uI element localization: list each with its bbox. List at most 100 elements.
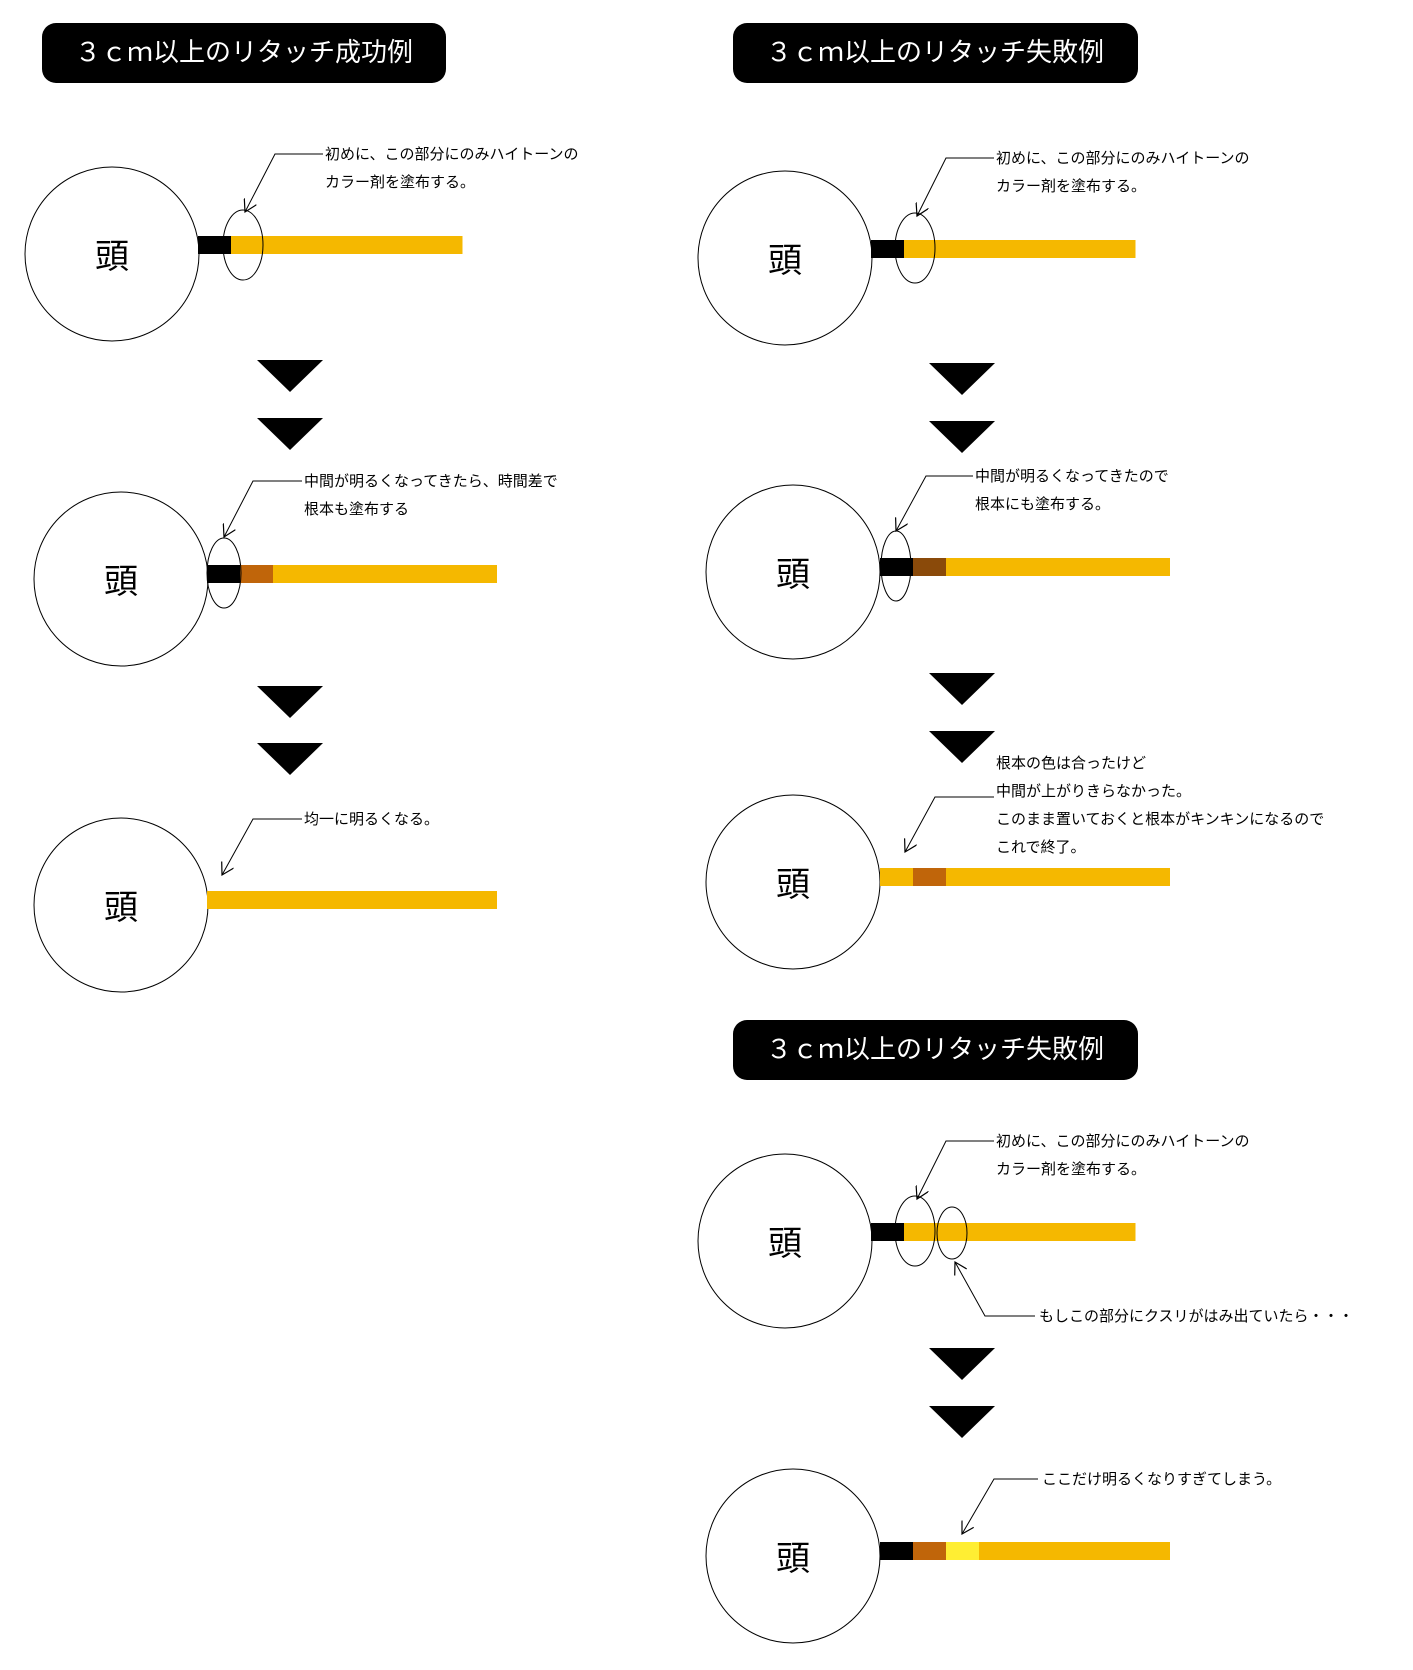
hair-segment-orange — [306, 891, 340, 909]
hair-segment-yellow — [946, 1542, 980, 1560]
hair-segment-orange — [306, 565, 340, 583]
note-line: 根本も塗布する — [304, 500, 409, 518]
callout-arrow — [905, 796, 994, 852]
hair-bar — [871, 240, 1136, 258]
callout-note: 根本の色は合ったけど 中間が上がりきらなかった。 このまま置いておくと根本がキン… — [996, 754, 1329, 856]
note-line: 初めに、この部分にのみハイトーンの — [996, 1132, 1250, 1150]
hair-segment-dark-orange — [240, 565, 274, 583]
hair-segment-orange — [937, 240, 971, 258]
hair-segment-black — [871, 240, 905, 258]
hair-segment-orange — [979, 1542, 1013, 1560]
hair-segment-orange — [937, 1223, 971, 1241]
callout-note: 中間が明るくなってきたら、時間差で 根本も塗布する — [304, 472, 563, 518]
hair-segment-orange — [970, 240, 1004, 258]
hair-segment-orange — [1036, 1223, 1070, 1241]
section-success: ３ｃｍ以上のリタッチ成功例 頭 初めに、この部分にのみハイトーンの カラー剤を塗… — [24, 23, 583, 993]
section-title-badge: ３ｃｍ以上のリタッチ失敗例 — [733, 23, 1138, 83]
step-1: 頭 初めに、この部分にのみハイトーンの カラー剤を塗布する。 — [697, 149, 1254, 346]
hair-segment-orange — [372, 891, 406, 909]
down-arrow-triangle — [257, 743, 323, 775]
hair-segment-orange — [1069, 240, 1103, 258]
step-2: 頭 ここだけ明るくなりすぎてしまう。 — [705, 1468, 1281, 1644]
step-2: 頭 中間が明るくなってきたら、時間差で 根本も塗布する — [33, 472, 563, 667]
hair-segment-orange — [1003, 1223, 1037, 1241]
hair-segment-orange — [1003, 240, 1037, 258]
down-arrow-triangle — [929, 363, 995, 395]
hair-segment-orange — [231, 236, 265, 254]
note-line: 根本の色は合ったけど — [996, 754, 1146, 772]
callout-note: 初めに、この部分にのみハイトーンの カラー剤を塗布する。 — [325, 145, 583, 191]
hair-segment-black — [198, 236, 232, 254]
head-label: 頭 — [776, 555, 810, 595]
hair-segment-orange — [979, 868, 1013, 886]
head-label: 頭 — [776, 1539, 810, 1579]
head-label: 頭 — [95, 237, 129, 277]
hair-bar — [198, 236, 463, 254]
section-failure-2: ３ｃｍ以上のリタッチ失敗例 頭 初めに、この部分にのみハイトーンの カラー剤を塗… — [697, 1020, 1354, 1644]
down-arrow-triangle — [929, 421, 995, 453]
hair-segment-brown — [913, 558, 947, 576]
hair-segment-orange — [1111, 558, 1145, 576]
hair-segment-orange — [339, 565, 373, 583]
step-1: 頭 初めに、この部分にのみハイトーンの カラー剤を塗布する。 — [24, 145, 583, 342]
section-title: ３ｃｍ以上のリタッチ失敗例 — [766, 38, 1104, 68]
hair-segment-orange — [1078, 558, 1112, 576]
callout-note: ここだけ明るくなりすぎてしまう。 — [1042, 1470, 1281, 1488]
hair-segment-orange — [429, 236, 463, 254]
hair-segment-orange — [405, 565, 439, 583]
note-line: これで終了。 — [996, 838, 1086, 856]
hair-segment-dark-orange — [913, 868, 947, 886]
hair-segment-orange — [240, 891, 274, 909]
highlight-ellipse — [894, 212, 936, 284]
down-arrow-triangle — [929, 1348, 995, 1380]
hair-segment-orange — [1144, 1542, 1170, 1560]
step-3: 頭 根本の色は合ったけど 中間が上がりきらなかった。 このまま置いておくと根本が… — [705, 754, 1329, 970]
section-title: ３ｃｍ以上のリタッチ成功例 — [75, 38, 413, 68]
down-arrow-triangle — [929, 1406, 995, 1438]
note-line: ここだけ明るくなりすぎてしまう。 — [1042, 1470, 1281, 1488]
hair-segment-orange — [904, 240, 938, 258]
hair-segment-orange — [438, 565, 472, 583]
callout-note: 均一に明るくなる。 — [304, 810, 439, 828]
hair-segment-orange — [1045, 558, 1079, 576]
callout-arrow — [222, 818, 302, 875]
section-title-badge: ３ｃｍ以上のリタッチ失敗例 — [733, 1020, 1138, 1080]
hair-segment-orange — [264, 236, 298, 254]
hair-segment-orange — [273, 565, 307, 583]
hair-bar — [207, 565, 497, 583]
hair-segment-orange — [273, 891, 307, 909]
overflow-ellipse — [936, 1206, 968, 1260]
section-title-badge: ３ｃｍ以上のリタッチ成功例 — [42, 23, 446, 83]
hair-segment-orange — [396, 236, 430, 254]
hair-segment-orange — [207, 891, 241, 909]
hair-segment-orange — [339, 891, 373, 909]
hair-segment-orange — [330, 236, 364, 254]
note-line: 中間が明るくなってきたら、時間差で — [304, 472, 558, 490]
head-label: 頭 — [104, 562, 138, 602]
callout-arrow — [245, 153, 323, 212]
note-line: 初めに、この部分にのみハイトーンの — [996, 149, 1250, 167]
hair-segment-orange — [405, 891, 439, 909]
hair-segment-orange — [1012, 868, 1046, 886]
down-arrow-triangle — [257, 686, 323, 718]
head-label: 頭 — [776, 865, 810, 905]
hair-segment-orange — [1036, 240, 1070, 258]
callout-arrow — [224, 480, 302, 537]
hair-segment-orange — [880, 868, 914, 886]
hair-segment-black — [871, 1223, 905, 1241]
hair-segment-orange — [1078, 1542, 1112, 1560]
callout-arrow — [962, 1478, 1038, 1534]
callout-note: 初めに、この部分にのみハイトーンの カラー剤を塗布する。 — [996, 149, 1254, 195]
callout-arrow-overflow — [955, 1262, 1035, 1317]
hair-segment-orange — [1144, 558, 1170, 576]
note-line: 初めに、この部分にのみハイトーンの — [325, 145, 579, 163]
callout-arrow — [917, 157, 994, 216]
step-1: 頭 初めに、この部分にのみハイトーンの カラー剤を塗布する。 もしこの部分にクス… — [697, 1132, 1354, 1329]
hair-segment-orange — [1012, 1542, 1046, 1560]
hair-segment-orange — [1144, 868, 1170, 886]
hair-segment-orange — [471, 891, 497, 909]
hair-segment-orange — [438, 891, 472, 909]
hair-bar — [880, 1542, 1170, 1560]
section-failure-1: ３ｃｍ以上のリタッチ失敗例 頭 初めに、この部分にのみハイトーンの カラー剤を塗… — [697, 23, 1329, 970]
